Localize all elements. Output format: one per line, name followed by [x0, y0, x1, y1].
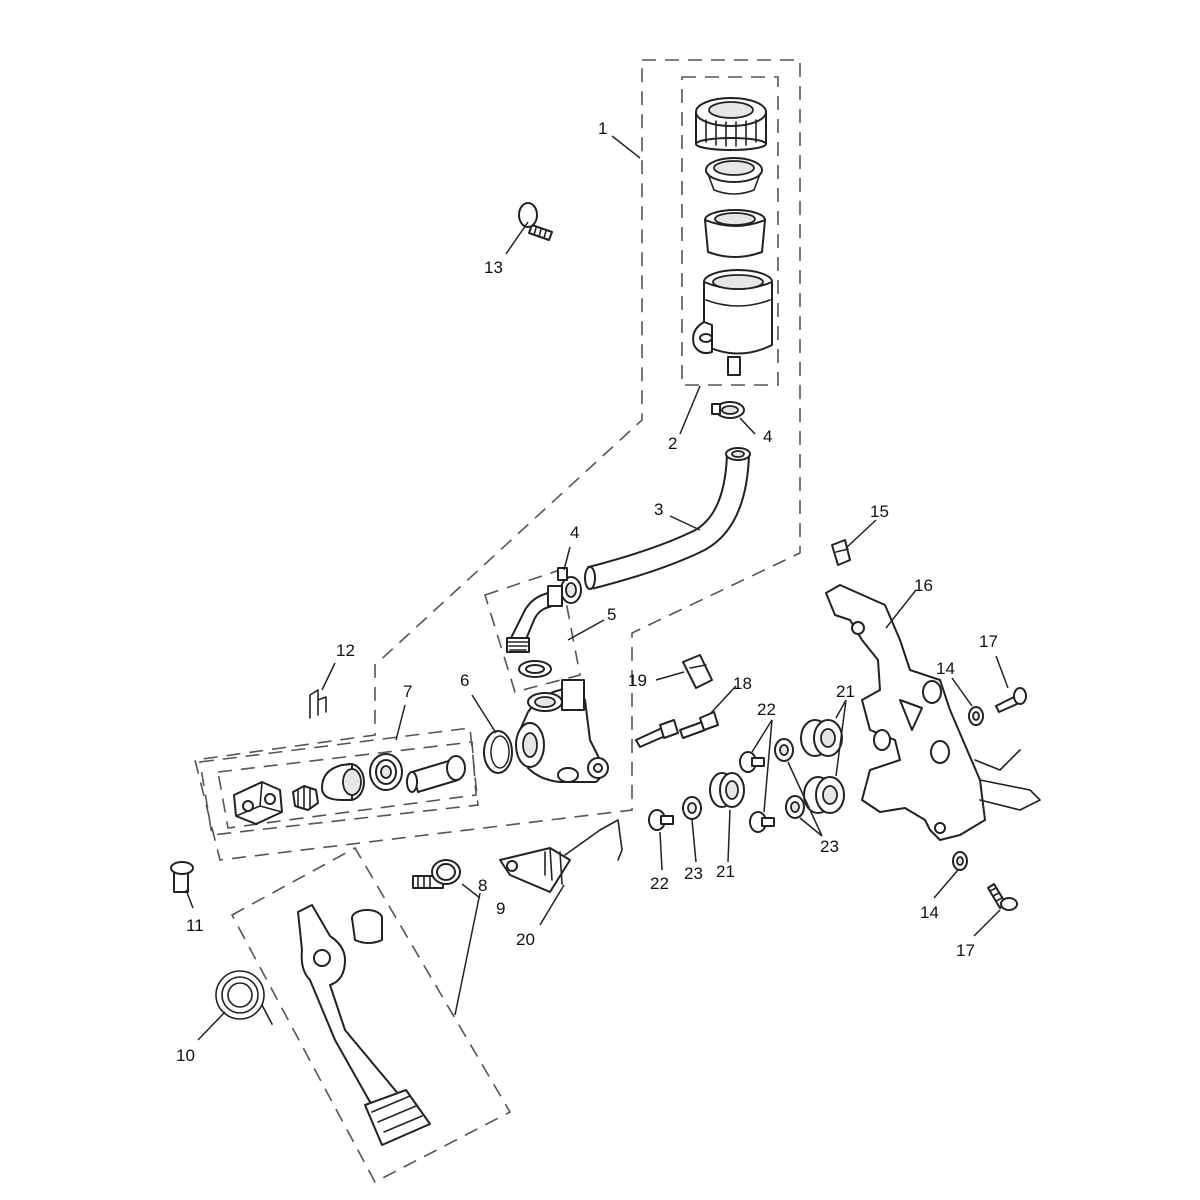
callout-7: 7 [403, 682, 412, 701]
callout-17b: 17 [956, 941, 975, 960]
callout-23b: 23 [820, 837, 839, 856]
pedal-stop-bracket [499, 819, 623, 893]
callout-19: 19 [628, 671, 647, 690]
bolt-13 [518, 202, 553, 241]
bolt-17-lower [987, 883, 1018, 911]
screw-22-c [648, 809, 674, 831]
callout-16: 16 [914, 576, 933, 595]
callout-6: 6 [460, 671, 469, 690]
group-box-7 [199, 727, 479, 836]
group-box-5 [484, 568, 581, 693]
washer-23-a [774, 738, 794, 762]
footrest-hanger-bracket [825, 584, 1041, 841]
washer-14-upper [968, 706, 984, 726]
locknut [292, 785, 319, 811]
group-box-2 [681, 76, 779, 386]
callout-21a: 21 [836, 682, 855, 701]
r-clip [309, 689, 327, 719]
leader-lines [185, 135, 1009, 1041]
pivot-shaft [412, 859, 461, 889]
bolt-18-right [679, 711, 719, 739]
pivot-bolt-11 [170, 861, 194, 893]
callout-10: 10 [176, 1046, 195, 1065]
pedal-bush [351, 909, 383, 944]
callout-22b: 22 [650, 874, 669, 893]
callout-3: 3 [654, 500, 663, 519]
master-cylinder-body [515, 679, 609, 783]
grommet-21-upper [800, 719, 843, 757]
spring-nut-19 [682, 654, 713, 689]
screw-22-b [749, 811, 775, 833]
callout-23a: 23 [684, 864, 703, 883]
callout-9: 9 [496, 899, 505, 918]
callout-labels: 1 2 3 4 4 5 6 7 8 9 10 11 12 13 14 14 15… [176, 119, 998, 1065]
callout-18: 18 [733, 674, 752, 693]
clevis-block [233, 781, 283, 825]
seal-cup [369, 753, 403, 791]
group-box-1 [194, 59, 801, 861]
callout-22a: 22 [757, 700, 776, 719]
callout-13: 13 [484, 258, 503, 277]
elbow-fitting [506, 585, 563, 653]
washer-23-b [785, 795, 805, 819]
callout-21b: 21 [716, 862, 735, 881]
reservoir-body [692, 269, 773, 376]
boot [321, 763, 365, 801]
hose-clip-lower [557, 567, 582, 604]
callout-14a: 14 [936, 659, 955, 678]
reservoir-diaphragm-ring [705, 157, 763, 195]
group-box-8 [230, 846, 512, 1184]
callout-2: 2 [668, 434, 677, 453]
grommet-21-mid [709, 772, 745, 808]
reservoir-cap [695, 97, 767, 151]
return-spring [215, 970, 273, 1025]
bolt-18-left [635, 719, 679, 748]
push-rod [406, 755, 466, 793]
grommet-21-lower [803, 776, 845, 814]
screw-22-a [739, 751, 765, 773]
circlip [483, 730, 513, 774]
spring-nut-15 [831, 539, 851, 566]
callout-15: 15 [870, 502, 889, 521]
callout-20: 20 [516, 930, 535, 949]
callout-8: 8 [478, 876, 487, 895]
reservoir-hose [584, 447, 751, 590]
callout-17a: 17 [979, 632, 998, 651]
callout-11: 11 [186, 916, 204, 935]
washer-14-lower [952, 851, 968, 871]
callout-1: 1 [598, 119, 607, 138]
callout-4a: 4 [763, 427, 772, 446]
sealing-washer [518, 660, 552, 678]
callout-5: 5 [607, 605, 616, 624]
bolt-17-upper [995, 687, 1027, 713]
reservoir-diaphragm [704, 209, 766, 258]
hose-clip-upper [711, 401, 745, 419]
brake-pedal [297, 904, 431, 1146]
washer-23-c [682, 796, 702, 820]
callout-14b: 14 [920, 903, 939, 922]
callout-12: 12 [336, 641, 355, 660]
callout-4b: 4 [570, 523, 579, 542]
group-box-7-inner [217, 741, 477, 829]
